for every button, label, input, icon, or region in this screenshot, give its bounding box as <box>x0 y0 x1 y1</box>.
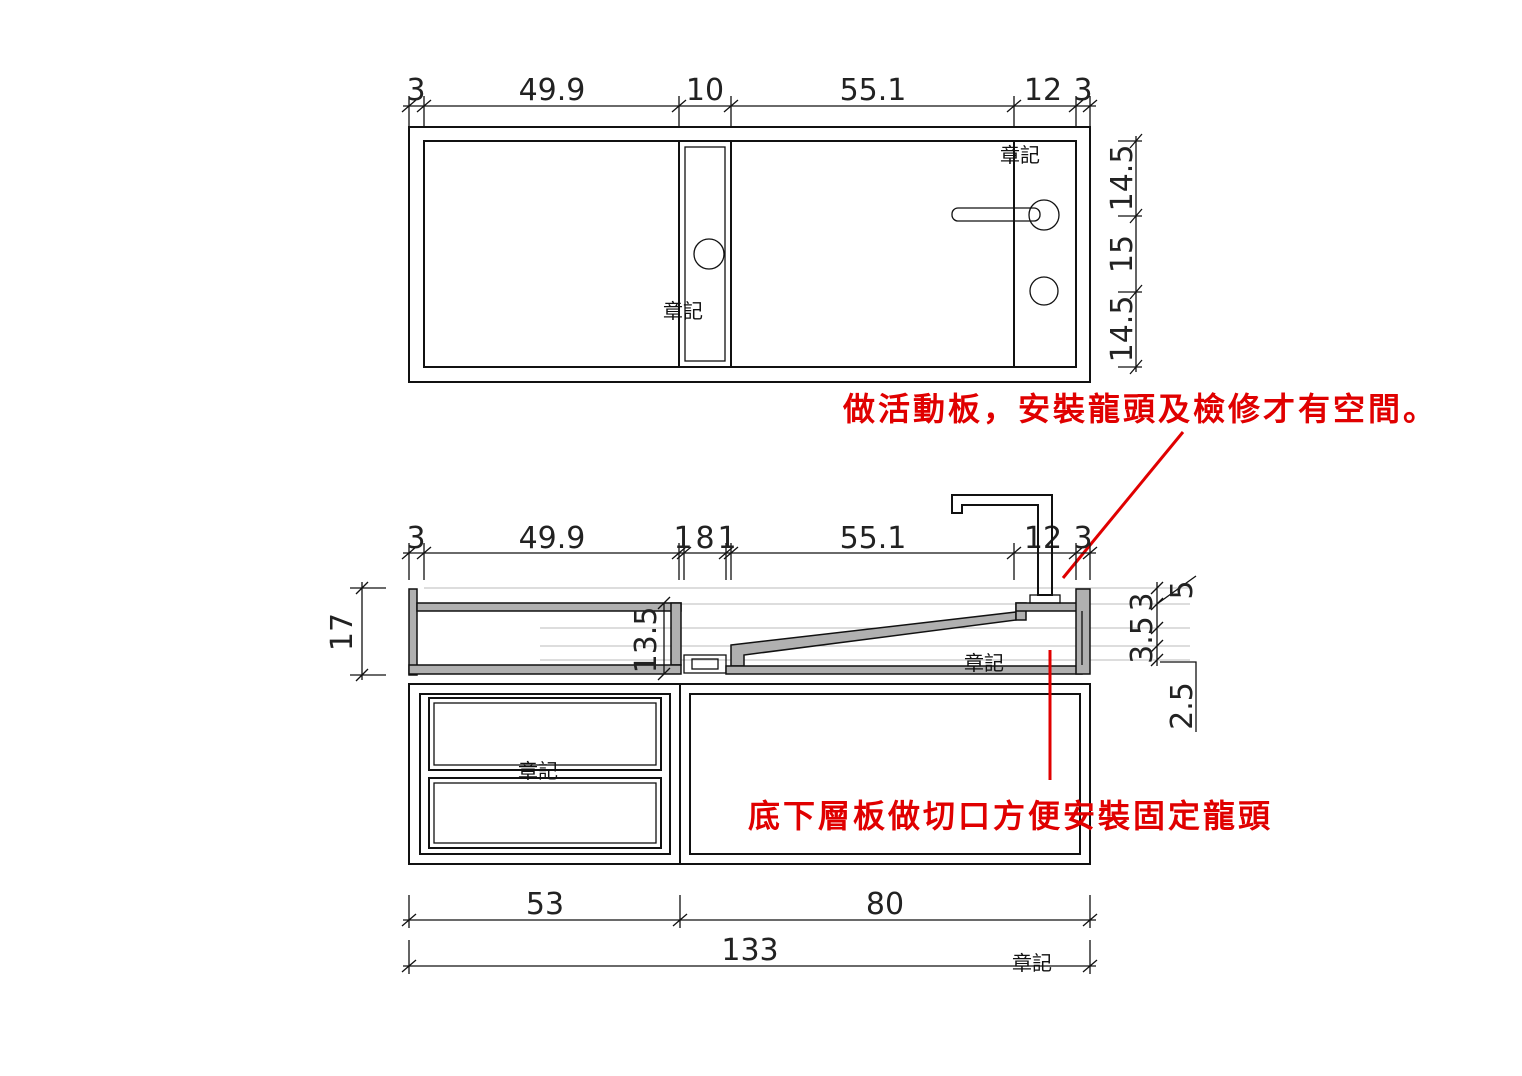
stamp-plan-top: 章記 <box>1000 143 1040 167</box>
plan-outline <box>408 126 1091 383</box>
bottom-dim-right: 80 <box>866 887 904 922</box>
basin-section <box>408 494 1091 676</box>
plan-dim-ticks <box>401 96 1098 128</box>
drawer-frame <box>419 693 671 855</box>
section-left-dim: 17 <box>325 613 360 651</box>
stamp-section: 章記 <box>964 651 1004 675</box>
section-right-dim-0: 5 <box>1165 580 1200 599</box>
plan-dim-2: 10 <box>686 73 724 108</box>
drawer-upper <box>428 697 662 771</box>
section-dim-0: 3 <box>406 521 425 556</box>
drawer-lower <box>428 777 662 849</box>
section-dim-1: 49.9 <box>519 521 586 556</box>
plan-faucet-deck <box>1013 140 1077 368</box>
plan-dim-4: 12 <box>1024 73 1062 108</box>
note-shelf-cutout: 底下層板做切口方便安裝固定龍頭 <box>748 797 1273 835</box>
section-dim-5: 55.1 <box>840 521 907 556</box>
plan-drain-channel <box>678 140 732 368</box>
section-drain <box>683 654 727 674</box>
plan-basin-left <box>423 140 680 368</box>
plan-faucet-icon <box>1028 199 1060 231</box>
plan-basin-right <box>730 140 1015 368</box>
plan-right-dim-0: 14.5 <box>1105 145 1140 212</box>
plan-knob-icon <box>1029 276 1059 306</box>
section-view: 3 49.9 1 8 1 55.1 12 3 17 <box>325 494 1200 732</box>
section-right-dim-1: 3 <box>1125 592 1160 611</box>
section-dim-6: 12 <box>1024 521 1062 556</box>
note-removable-panel: 做活動板，安裝龍頭及檢修才有空間。 <box>842 390 1438 428</box>
cabinet-outline <box>408 683 1091 865</box>
section-faucet-icon <box>951 494 1053 596</box>
plan-dim-0: 3 <box>406 73 425 108</box>
plan-drain-inner <box>684 146 726 362</box>
plan-faucet-spout <box>951 207 1041 222</box>
plan-right-dim-1: 15 <box>1105 235 1140 273</box>
cabinet-body: 章記 <box>408 683 1091 865</box>
section-dim-7: 3 <box>1073 521 1092 556</box>
stamp-plan-mid: 章記 <box>663 299 703 323</box>
plan-dim-3: 55.1 <box>840 73 907 108</box>
section-right-dim-2: 3.5 <box>1125 616 1160 664</box>
bottom-dim-total: 133 <box>721 933 778 968</box>
section-right-dim-3: 2.5 <box>1165 682 1200 730</box>
plan-dim-1: 49.9 <box>519 73 586 108</box>
section-dim-2: 1 <box>673 521 692 556</box>
bottom-dims: 53 80 133 章記 <box>401 887 1098 975</box>
plan-right-dim-2: 14.5 <box>1105 296 1140 363</box>
plan-dim-5: 3 <box>1073 73 1092 108</box>
bottom-dim-left: 53 <box>526 887 564 922</box>
note-top-leader <box>1061 431 1185 579</box>
section-dim-4: 1 <box>717 521 736 556</box>
stamp-cabinet: 章記 <box>518 759 558 783</box>
plan-drain-icon <box>693 238 725 270</box>
cabinet-door <box>689 693 1081 855</box>
stamp-bottom: 章記 <box>1012 951 1052 975</box>
plan-view: 3 49.9 10 55.1 12 3 14. <box>401 73 1143 383</box>
section-dim-3: 8 <box>695 521 714 556</box>
section-inner-dim: 13.5 <box>629 607 664 674</box>
